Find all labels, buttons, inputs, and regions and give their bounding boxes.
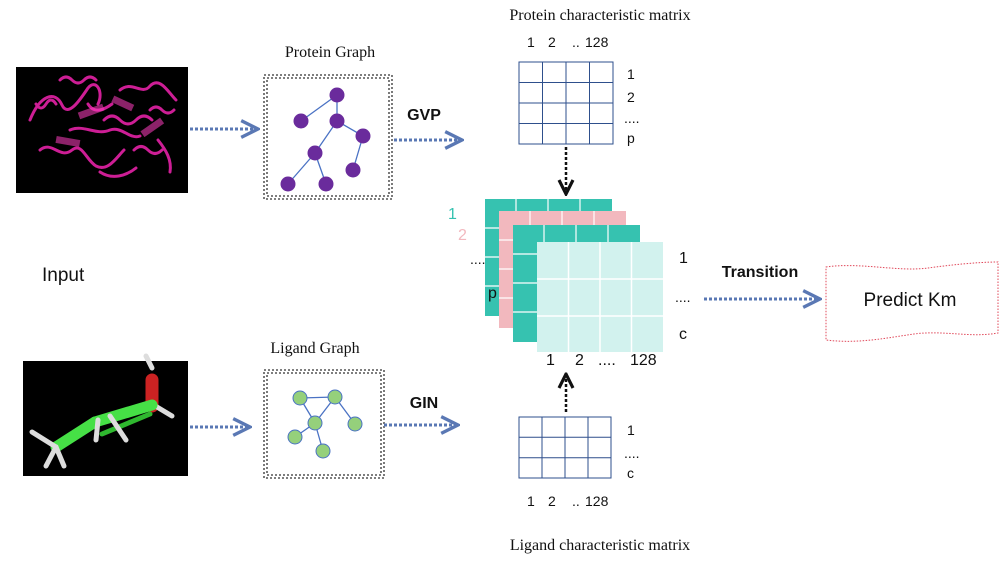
graph-node: [355, 128, 371, 144]
protein-matrix-grid: [518, 61, 614, 145]
transition-label: Transition: [722, 264, 798, 281]
row-label: 1: [627, 66, 635, 82]
graph-node: [292, 390, 308, 406]
ligand-graph-title: Ligand Graph: [270, 340, 359, 357]
col-label: 128: [585, 34, 609, 50]
col-label: 2: [548, 493, 556, 509]
row-label: c: [679, 326, 687, 343]
ligand-matrix-title: Ligand characteristic matrix: [510, 537, 690, 554]
protein-structure-image: [16, 67, 188, 193]
protein-matrix-row-labels: 1 2 .... p: [624, 66, 640, 146]
stack-layer-1-label: 1: [448, 206, 457, 223]
protein-graph-box: [263, 74, 393, 200]
graph-node: [280, 176, 296, 192]
protein-graph-title: Protein Graph: [285, 44, 375, 61]
protein-matrix-col-labels: 1 2 .. 128: [527, 34, 609, 50]
row-label: 2: [627, 89, 635, 105]
gin-label: GIN: [410, 395, 438, 412]
row-label: ....: [624, 110, 640, 126]
graph-node: [293, 113, 309, 129]
stack-layer-2-label: 2: [458, 227, 467, 244]
output-label: Predict Km: [864, 290, 957, 311]
stacked-matrices: [485, 199, 663, 352]
graph-node: [347, 416, 363, 432]
col-label: 2: [575, 352, 584, 369]
graph-node: [345, 162, 361, 178]
col-label: 128: [585, 493, 609, 509]
graph-node: [329, 113, 345, 129]
col-label: ..: [572, 493, 580, 509]
ligand-graph-edges: [294, 396, 356, 452]
graph-node: [327, 389, 343, 405]
stack-bottom-labels: 1 2 .... 128: [546, 352, 657, 369]
col-label: 1: [527, 493, 535, 509]
col-label: 1: [527, 34, 535, 50]
row-label: c: [627, 465, 634, 481]
graph-node: [329, 87, 345, 103]
graph-node: [315, 443, 331, 459]
row-label: ....: [675, 289, 691, 305]
graph-node: [307, 415, 323, 431]
graph-node: [307, 145, 323, 161]
col-label: 1: [546, 352, 555, 369]
stack-left-p: p: [488, 285, 497, 302]
row-label: 1: [679, 250, 688, 267]
stack-left-dots: ....: [470, 251, 486, 267]
ligand-matrix-col-labels: 1 2 .. 128: [527, 493, 609, 509]
row-label: ....: [624, 445, 640, 461]
ligand-matrix-grid: [518, 416, 612, 479]
output-document-shape: [825, 261, 999, 342]
ligand-matrix-row-labels: 1 .... c: [624, 422, 640, 481]
graph-node: [287, 429, 303, 445]
ligand-graph-box: [263, 369, 385, 479]
col-label: 128: [630, 352, 657, 369]
graph-node: [318, 176, 334, 192]
col-label: ....: [598, 352, 616, 369]
stack-right-labels: 1 .... c: [675, 250, 691, 343]
row-label: p: [627, 130, 635, 146]
col-label: 2: [548, 34, 556, 50]
col-label: ..: [572, 34, 580, 50]
ligand-graph-nodes: [287, 389, 363, 459]
row-label: 1: [627, 422, 635, 438]
input-label: Input: [42, 265, 85, 286]
protein-matrix-title: Protein characteristic matrix: [509, 7, 690, 24]
ligand-structure-image: [23, 353, 188, 476]
gvp-label: GVP: [407, 107, 441, 124]
protein-graph-nodes: [280, 87, 371, 192]
